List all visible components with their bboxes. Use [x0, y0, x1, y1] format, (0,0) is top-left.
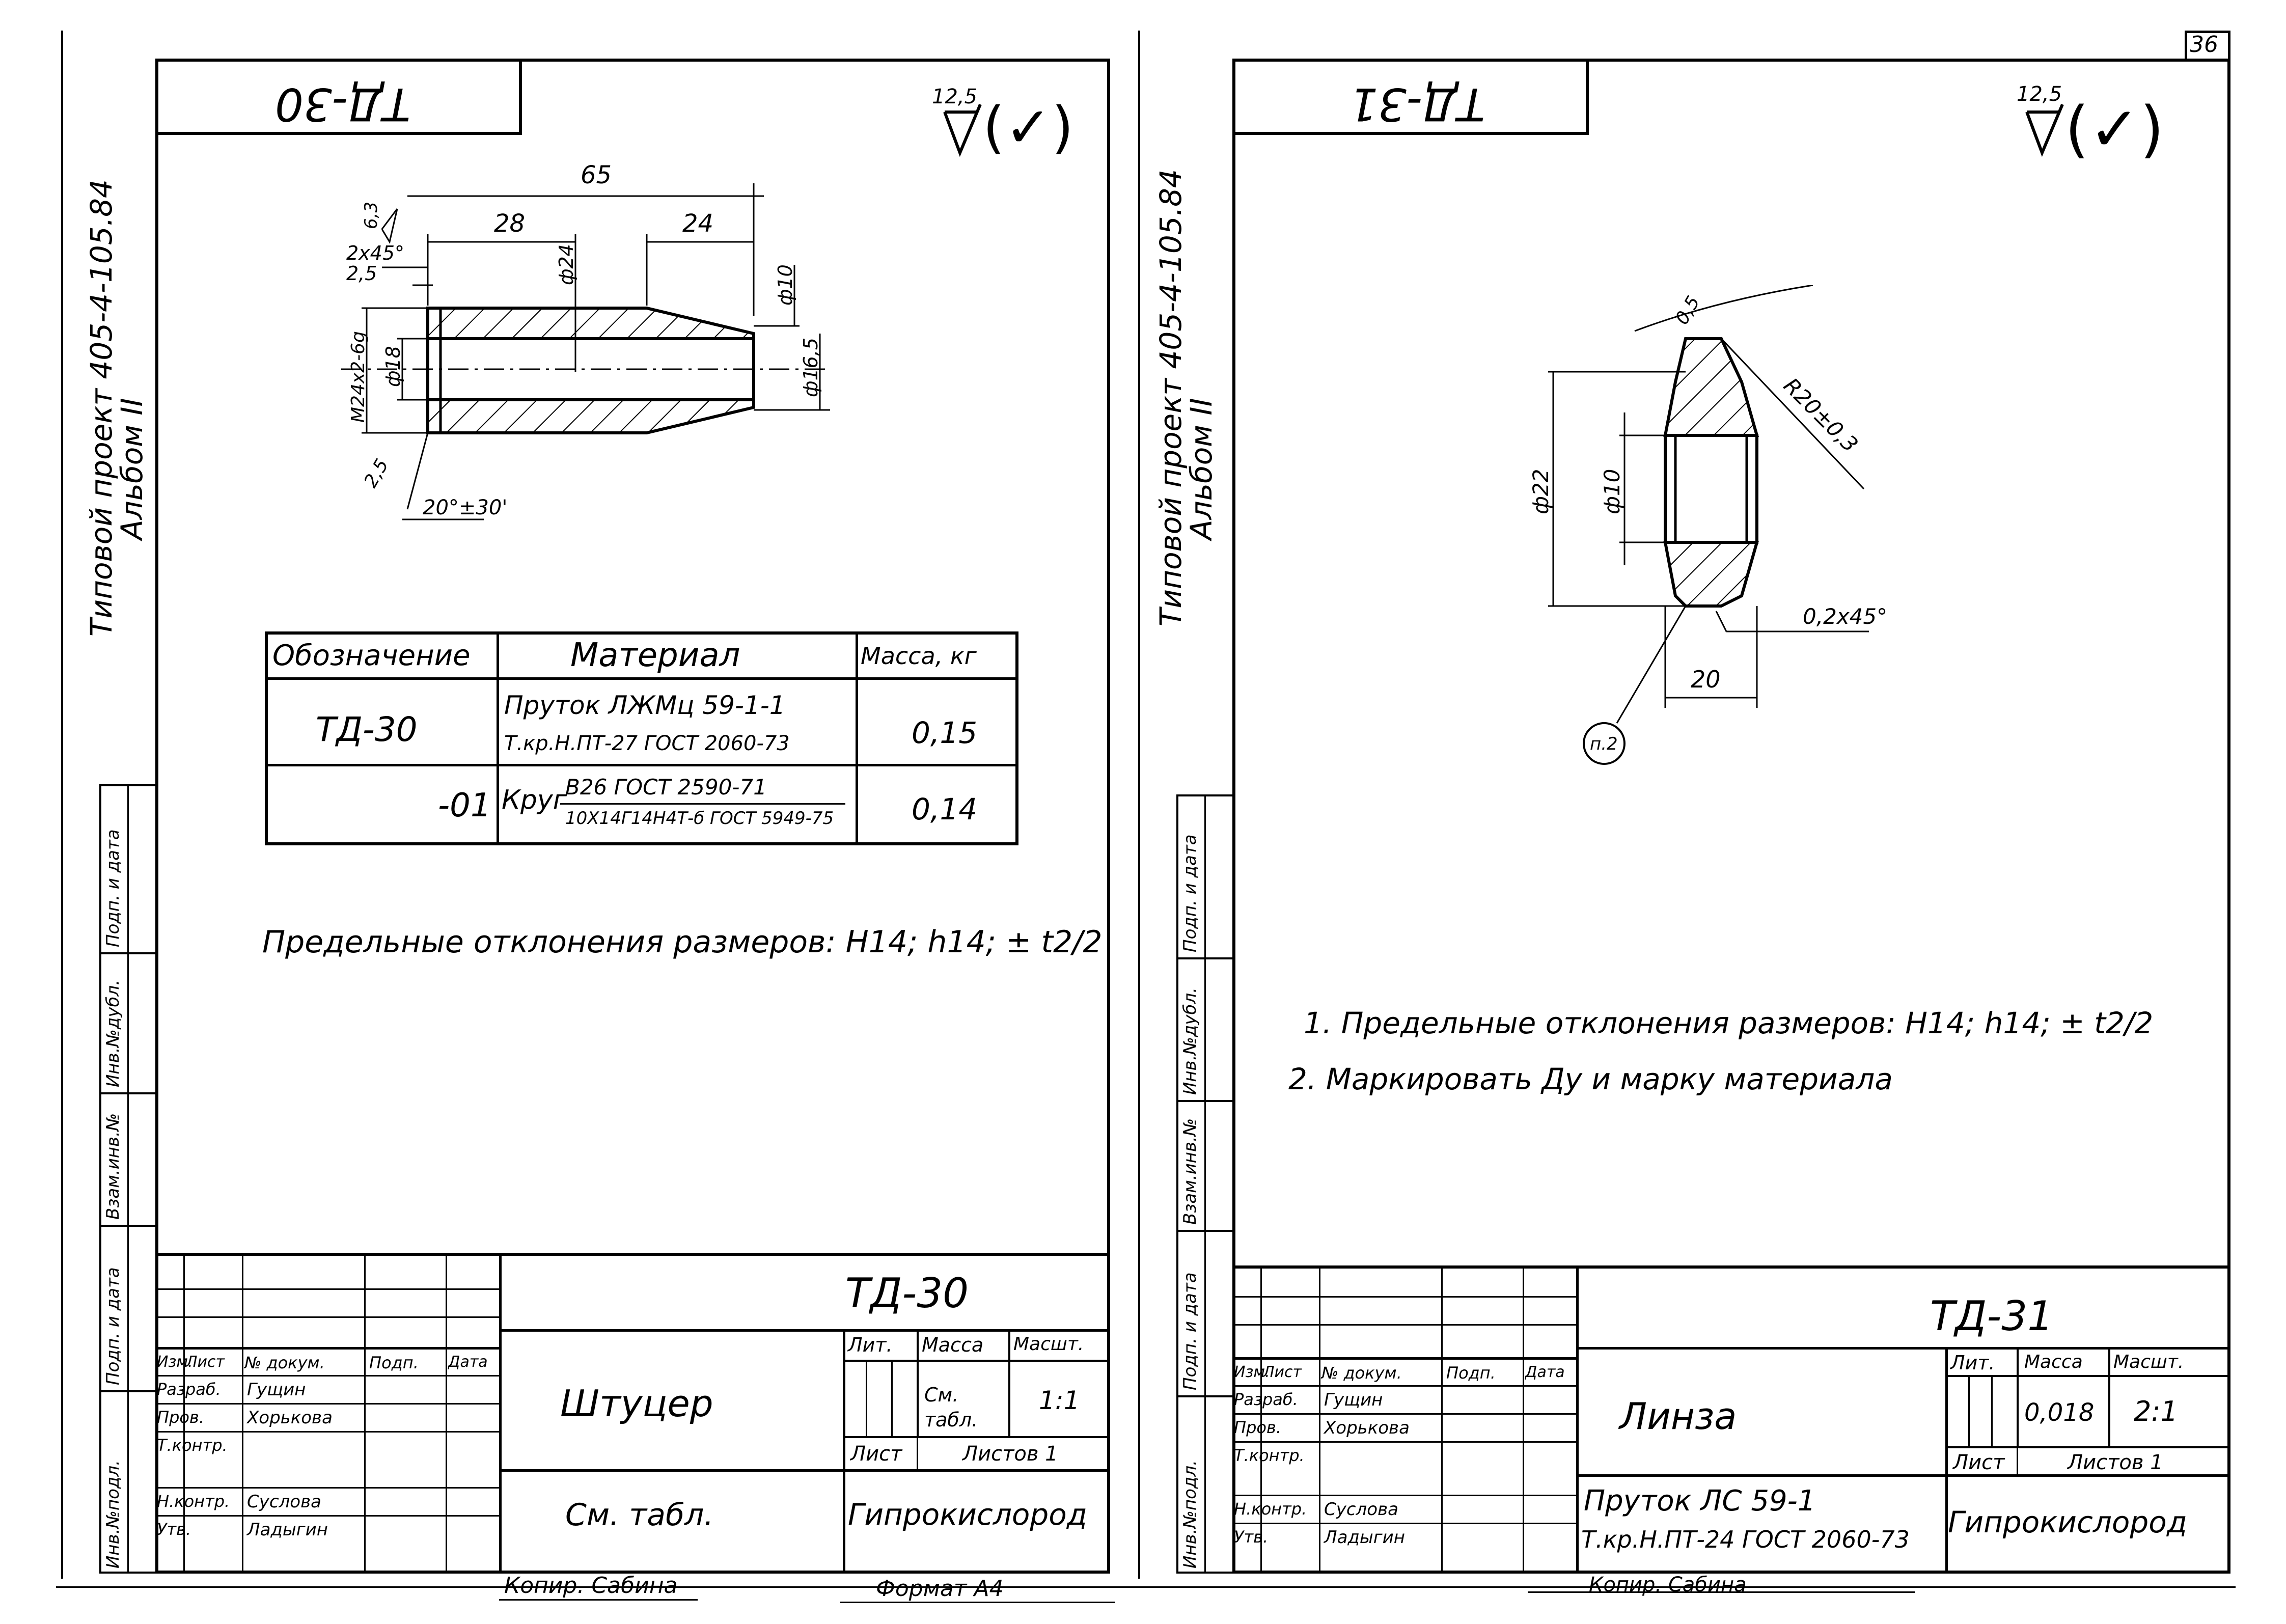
right-tb-material-1: Пруток ЛС 59-1 [1584, 1484, 1816, 1518]
right-part-drawing: 0,5 R20±0,3 ф22 ф10 0,2х45° 20 п.2 [1528, 285, 1887, 765]
dim-outer: ф22 [1528, 469, 1553, 514]
table-row-1-material-1: Пруток ЛЖМц 59-1-1 [504, 691, 786, 720]
right-title-tab [1232, 59, 1589, 135]
left-note: Предельные отклонения размеров: Н14; h14… [262, 924, 1103, 960]
dim-inner: ф10 [1600, 469, 1624, 514]
left-tb-code: ТД-30 [845, 1270, 969, 1317]
dim-thread: М24х2-6g [348, 331, 369, 423]
table-row-2-material-prefix: Круг [502, 785, 567, 815]
dim-left: 28 [494, 209, 525, 238]
right-tb-material-2: Т.кр.Н.ПТ-24 ГОСТ 2060-73 [1581, 1526, 1910, 1553]
roughness-check-icon [943, 103, 982, 157]
left-title-tab [155, 59, 522, 135]
table-row-1-mass: 0,15 [912, 715, 978, 750]
right-tb-name: Линза [1619, 1395, 1737, 1438]
table-row-2-material-2: 10Х14Г14Н4Т-б ГОСТ 5949-75 [565, 808, 834, 829]
right-stamp-label-1: Инв.№подл. [1180, 1460, 1200, 1568]
left-stamp-label-2: Подп. и дата [103, 1267, 123, 1385]
roughness-check-icon [2025, 103, 2064, 157]
right-title-tab-text: ТД-31 [1349, 78, 1485, 130]
dim-mid: ф24 [555, 244, 577, 285]
dim-width: 20 [1691, 666, 1721, 693]
left-stamp-label-3: Взам.инв.№ [103, 1113, 123, 1220]
table-row-2-mass: 0,14 [912, 792, 978, 827]
table-header-mass: Масса, кг [861, 642, 977, 670]
callout-text: п.2 [1590, 734, 1618, 754]
dim-right-dia: ф10 [774, 264, 796, 306]
dim-chamfer: 2x45° [346, 242, 404, 264]
left-tb-material: См. табл. [565, 1497, 714, 1533]
right-stamp-label-5: Подп. и дата [1180, 834, 1200, 952]
right-stamp-label-4: Инв.№дубл. [1180, 987, 1200, 1095]
table-header-material: Материал [570, 637, 740, 674]
table-row-2-material-1: В26 ГОСТ 2590-71 [565, 775, 767, 800]
left-side-caption-1: Типовой проект 405-4-105.84 [84, 179, 119, 637]
dim-chamfer: 0,2х45° [1803, 604, 1887, 629]
right-stamp-label-2: Подп. и дата [1180, 1272, 1200, 1390]
right-stamp-label-3: Взам.инв.№ [1180, 1118, 1200, 1225]
left-footer-copied: Копир. Сабина [504, 1573, 678, 1599]
left-tb-name: Штуцер [560, 1382, 713, 1425]
left-title-tab-text: ТД-30 [275, 78, 411, 130]
right-note-1: 1. Предельные отклонения размеров: Н14; … [1304, 1006, 2154, 1040]
table-row-1-material-2: Т.кр.Н.ПТ-27 ГОСТ 2060-73 [504, 732, 790, 755]
dim-cone-rough: 2,5 [360, 455, 393, 491]
dim-overall: 65 [581, 161, 612, 189]
dim-angle: 20°±30' [423, 496, 507, 519]
dim-chamfer-width: 2,5 [346, 262, 377, 285]
left-binding-line [61, 31, 63, 1579]
left-footer-format: Формат А4 [876, 1576, 1004, 1602]
left-stamp-label-5: Подп. и дата [103, 829, 123, 947]
table-row-1-designation: ТД-30 [316, 710, 418, 749]
right-side-caption-2: Альбом II [1184, 398, 1219, 540]
left-part-drawing: 65 28 24 2x45° 2,5 6,3 М24х2-6g ф18 ф24 … [341, 161, 830, 520]
dim-edge-rough: 0,5 [1671, 292, 1704, 328]
right-tb-code: ТД-31 [1930, 1292, 2054, 1340]
dim-right: 24 [682, 209, 713, 238]
dim-rough-local: 6,3 [361, 202, 381, 229]
left-stamp-label-1: Инв.№подл. [103, 1460, 123, 1568]
sheet-divider [1138, 31, 1140, 1579]
dim-bore: ф18 [382, 346, 404, 387]
dim-right-dia2: ф16,5 [800, 338, 822, 397]
right-side-caption-1: Типовой проект 405-4-105.84 [1153, 169, 1188, 626]
right-note-2: 2. Маркировать Ду и марку материала [1288, 1062, 1893, 1096]
bottom-trim-line [56, 1586, 2236, 1588]
table-header-designation: Обозначение [272, 639, 471, 672]
right-tb-org: Гипрокислород [1948, 1505, 2187, 1539]
left-stamp-label-4: Инв.№дубл. [103, 979, 123, 1087]
page-number: 36 [2190, 32, 2218, 58]
left-side-caption-2: Альбом II [115, 398, 149, 540]
callout-circle [1583, 722, 1626, 765]
left-tb-org: Гипрокислород [848, 1497, 1087, 1532]
table-row-2-designation: -01 [438, 787, 491, 824]
